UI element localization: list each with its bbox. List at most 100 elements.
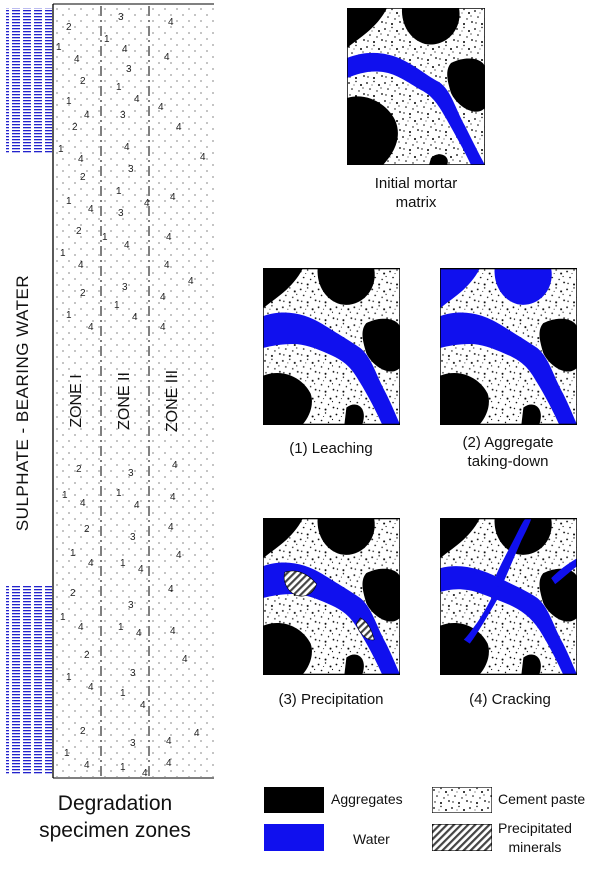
svg-text:4: 4 — [160, 322, 166, 333]
svg-text:1: 1 — [64, 748, 70, 759]
svg-text:4: 4 — [164, 260, 170, 271]
svg-text:2: 2 — [84, 524, 90, 535]
svg-text:1: 1 — [116, 186, 122, 197]
legend-cement-paste-swatch — [432, 787, 492, 813]
svg-text:4: 4 — [134, 94, 140, 105]
zone-2-label: ZONE II — [116, 372, 133, 430]
svg-text:2: 2 — [76, 226, 82, 237]
svg-text:4: 4 — [84, 760, 90, 771]
svg-text:4: 4 — [170, 626, 176, 637]
svg-text:1: 1 — [60, 612, 66, 623]
svg-text:1: 1 — [66, 310, 72, 321]
svg-text:4: 4 — [74, 54, 80, 65]
svg-text:2: 2 — [80, 172, 86, 183]
caption-initial-line1: Initial mortar — [374, 175, 458, 192]
svg-text:4: 4 — [122, 44, 128, 55]
caption-precipitation: (3) Precipitation — [278, 691, 384, 708]
svg-text:4: 4 — [132, 312, 138, 323]
svg-text:4: 4 — [166, 232, 172, 243]
svg-text:4: 4 — [88, 682, 94, 693]
svg-text:4: 4 — [78, 622, 84, 633]
svg-text:1: 1 — [70, 548, 76, 559]
svg-text:2: 2 — [80, 288, 86, 299]
svg-text:4: 4 — [170, 492, 176, 503]
svg-text:3: 3 — [120, 110, 126, 121]
svg-text:2: 2 — [70, 588, 76, 599]
svg-text:3: 3 — [118, 208, 124, 219]
svg-text:1: 1 — [104, 34, 110, 45]
svg-text:4: 4 — [134, 500, 140, 511]
svg-text:1: 1 — [66, 672, 72, 683]
water-band-top — [6, 8, 52, 154]
specimen-body — [53, 7, 214, 777]
svg-text:1: 1 — [102, 232, 108, 243]
svg-text:4: 4 — [88, 322, 94, 333]
svg-text:3: 3 — [130, 738, 136, 749]
svg-text:2: 2 — [80, 76, 86, 87]
caption-initial: Initial mortar matrix — [340, 174, 492, 212]
panel-aggregate-taking-down — [440, 268, 577, 425]
zone-3-label: ZONE III — [164, 369, 181, 433]
svg-text:3: 3 — [128, 164, 134, 175]
svg-text:4: 4 — [84, 110, 90, 121]
svg-text:4: 4 — [200, 152, 206, 163]
degradation-caption-line1: Degradation — [57, 792, 173, 815]
svg-text:1: 1 — [120, 558, 126, 569]
svg-text:4: 4 — [78, 154, 84, 165]
legend: Aggregates Cement paste Water Precipitat… — [264, 782, 604, 867]
svg-text:1: 1 — [60, 248, 66, 259]
svg-text:1: 1 — [116, 82, 122, 93]
svg-text:4: 4 — [194, 728, 200, 739]
svg-text:4: 4 — [170, 192, 176, 203]
svg-text:4: 4 — [176, 122, 182, 133]
caption-initial-line2: matrix — [395, 194, 437, 211]
svg-text:3: 3 — [126, 64, 132, 75]
svg-text:1: 1 — [120, 762, 126, 773]
water-band-bottom — [6, 585, 52, 775]
svg-text:1: 1 — [118, 622, 124, 633]
svg-text:1: 1 — [66, 96, 72, 107]
legend-water-label: Water — [353, 831, 390, 847]
svg-text:2: 2 — [84, 650, 90, 661]
svg-text:4: 4 — [168, 584, 174, 595]
caption-leaching: (1) Leaching — [289, 440, 373, 457]
panel-cracking — [440, 518, 577, 675]
svg-text:3: 3 — [122, 282, 128, 293]
svg-text:3: 3 — [118, 12, 124, 23]
caption-cracking: (4) Cracking — [469, 691, 551, 708]
svg-text:4: 4 — [88, 204, 94, 215]
legend-precipitated-swatch — [432, 824, 492, 851]
svg-text:4: 4 — [182, 654, 188, 665]
svg-text:1: 1 — [114, 300, 120, 311]
legend-precipitated-label: Precipitated minerals — [498, 819, 572, 857]
svg-text:1: 1 — [116, 488, 122, 499]
svg-text:3: 3 — [128, 468, 134, 479]
svg-text:2: 2 — [80, 726, 86, 737]
svg-text:4: 4 — [168, 522, 174, 533]
svg-text:4: 4 — [136, 628, 142, 639]
panel-initial-matrix — [347, 8, 485, 165]
svg-text:2: 2 — [76, 464, 82, 475]
panel-leaching — [263, 268, 400, 425]
svg-text:1: 1 — [66, 196, 72, 207]
svg-text:4: 4 — [144, 198, 150, 209]
svg-text:2: 2 — [72, 122, 78, 133]
svg-text:3: 3 — [130, 532, 136, 543]
svg-text:4: 4 — [166, 758, 172, 769]
svg-text:4: 4 — [176, 550, 182, 561]
legend-aggregates-swatch — [264, 787, 324, 813]
legend-cement-paste-label: Cement paste — [498, 791, 586, 807]
svg-text:4: 4 — [188, 276, 194, 287]
svg-text:4: 4 — [124, 142, 130, 153]
svg-text:4: 4 — [124, 240, 130, 251]
svg-text:1: 1 — [56, 42, 62, 53]
zone-1-label: ZONE I — [68, 374, 85, 428]
side-label: SULPHATE - BEARING WATER — [13, 274, 32, 532]
svg-text:4: 4 — [164, 52, 170, 63]
caption-aggregate-line2: taking-down — [467, 453, 549, 470]
svg-text:2: 2 — [66, 22, 72, 33]
svg-text:1: 1 — [120, 688, 126, 699]
svg-text:1: 1 — [58, 144, 64, 155]
svg-text:4: 4 — [88, 558, 94, 569]
caption-aggregate-line1: (2) Aggregate — [462, 434, 554, 451]
